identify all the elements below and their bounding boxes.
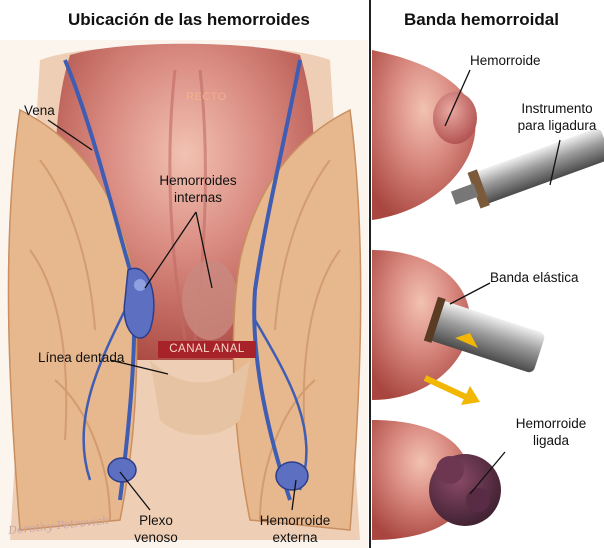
label-externa-line2: externa [250, 529, 340, 546]
left-panel-title: Ubicación de las hemorroides [68, 10, 310, 30]
label-instrumento-line2: para ligadura [512, 117, 602, 134]
panel-divider [369, 0, 371, 548]
label-instrumento-ligadura: Instrumento para ligadura [512, 100, 602, 134]
label-hemorroide-ligada: Hemorroide ligada [506, 415, 596, 449]
label-linea-dentada: Línea dentada [38, 349, 124, 366]
label-internas-line2: internas [155, 189, 241, 206]
label-instrumento-line1: Instrumento [512, 100, 602, 117]
label-plexo-line2: venoso [128, 529, 184, 546]
label-ligada-line1: Hemorroide [506, 415, 596, 432]
label-plexo-venoso: Plexo venoso [128, 512, 184, 546]
label-canal-anal: CANAL ANAL [158, 341, 256, 358]
right-panel-title: Banda hemorroidal [404, 10, 559, 30]
rectum-anatomy [0, 40, 368, 548]
label-recto: RECTO [186, 91, 227, 103]
label-ligada-line2: ligada [506, 432, 596, 449]
label-hemorroide-externa: Hemorroide externa [250, 512, 340, 546]
label-banda-elastica: Banda elástica [490, 269, 579, 286]
label-internas-line1: Hemorroides [155, 172, 241, 189]
label-hemorroide: Hemorroide [470, 52, 541, 69]
label-externa-line1: Hemorroide [250, 512, 340, 529]
label-vena: Vena [24, 102, 55, 119]
label-plexo-line1: Plexo [128, 512, 184, 529]
label-hemorroides-internas: Hemorroides internas [155, 172, 241, 206]
